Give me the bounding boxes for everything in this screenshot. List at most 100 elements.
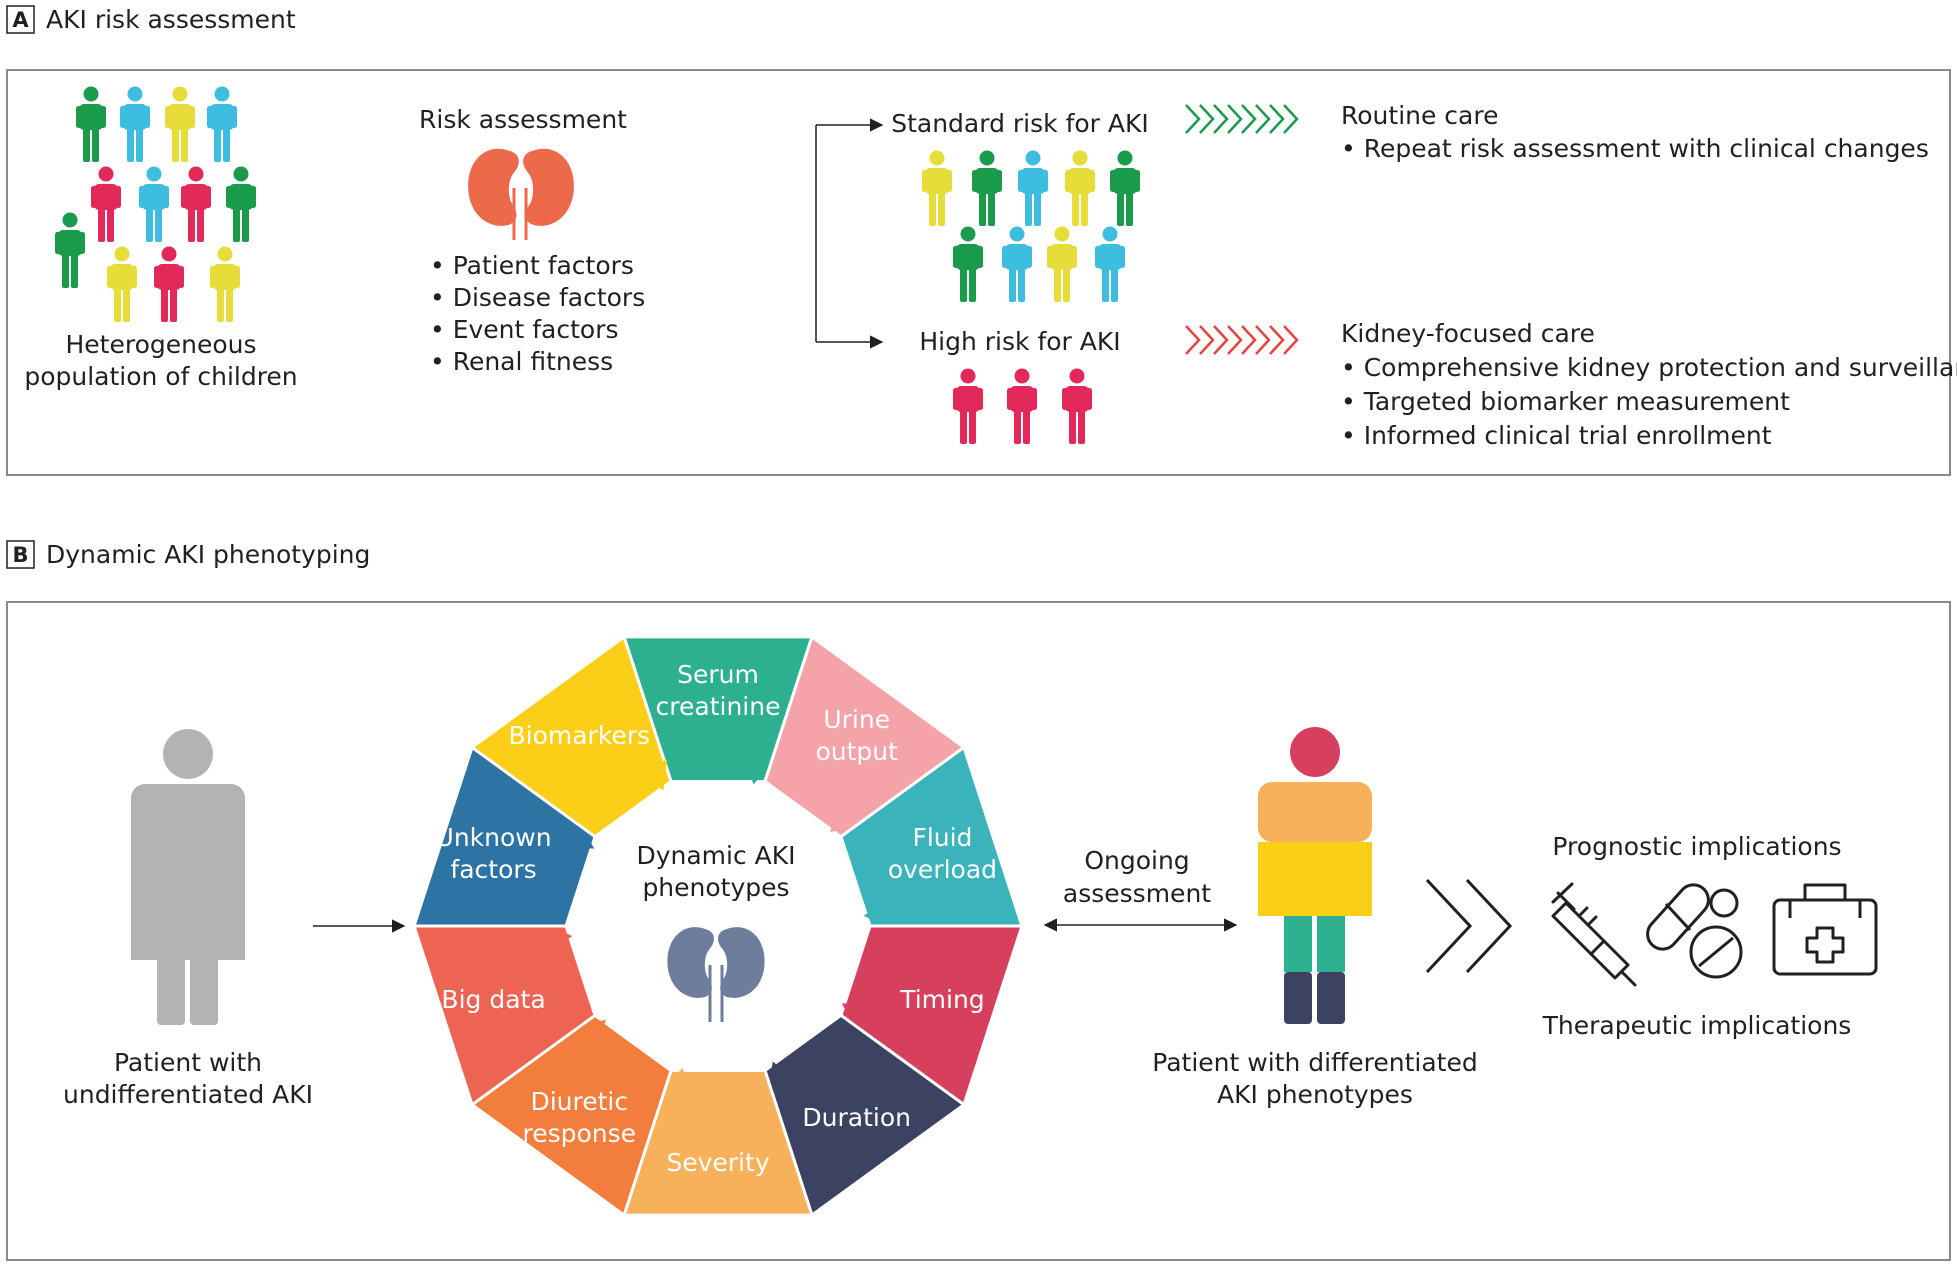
person-icon	[107, 246, 137, 322]
kidney-care-item-2: • Targeted biomarker measurement	[1341, 387, 1790, 416]
person-icon	[210, 246, 240, 322]
kidney-icon	[468, 148, 574, 240]
person-icon	[207, 86, 237, 162]
wheel-segment-label: Diuretic	[530, 1087, 628, 1116]
chevron-icon	[1227, 104, 1243, 134]
medical-kit-icon	[1772, 883, 1878, 976]
routine-care-item-1: • Repeat risk assessment with clinical c…	[1341, 134, 1929, 163]
person-icon	[1018, 150, 1048, 226]
wheel-segment-label: Fluid	[912, 823, 972, 852]
wheel-arrow	[829, 802, 861, 833]
differentiated-label-line2: AKI phenotypes	[1217, 1080, 1413, 1109]
wheel-arrow	[841, 1003, 874, 1031]
panel-b-letter-box	[6, 540, 35, 569]
person-icon	[1002, 226, 1032, 302]
wheel-segment	[469, 634, 673, 839]
differentiated-label-line1: Patient with differentiated	[1152, 1048, 1477, 1077]
kidney-care-title: Kidney-focused care	[1341, 319, 1595, 348]
wheel-center-line2: phenotypes	[642, 873, 789, 902]
standard-risk-people-group	[922, 150, 1140, 302]
undifferentiated-patient-icon	[131, 729, 245, 1025]
person-icon	[953, 226, 983, 302]
person-icon	[91, 166, 121, 242]
wheel-segment-label: Urine	[823, 705, 890, 734]
population-label-line1: Heterogeneous	[65, 330, 256, 359]
undifferentiated-label-line2: undifferentiated AKI	[63, 1080, 313, 1109]
person-icon	[1065, 150, 1095, 226]
chevron-icon	[1283, 325, 1299, 355]
undifferentiated-label-line1: Patient with	[114, 1048, 262, 1077]
differentiated-patient-icon	[1258, 727, 1372, 1024]
person-icon	[1047, 226, 1077, 302]
ongoing-label-line1: Ongoing	[1084, 846, 1189, 875]
wheel-segment-label: Duration	[802, 1103, 911, 1132]
chevron-icon	[1241, 325, 1257, 355]
person-icon	[139, 166, 169, 242]
high-risk-people-group	[953, 368, 1092, 444]
panel-b-title: Dynamic AKI phenotyping	[46, 540, 370, 569]
chevron-icon	[1185, 104, 1201, 134]
chevron-icon	[1213, 104, 1229, 134]
panel-a-frame	[6, 69, 1951, 476]
chevron-icon	[1269, 325, 1285, 355]
chevron-icon	[1255, 325, 1271, 355]
kidney-care-item-3: • Informed clinical trial enrollment	[1341, 421, 1772, 450]
syringe-icon	[1551, 882, 1637, 987]
wheel-segment-label: Big data	[441, 985, 545, 1014]
wheel-segment-label: Severity	[666, 1148, 769, 1177]
chevron-icon	[1199, 104, 1215, 134]
person-icon	[1007, 368, 1037, 444]
panel-b-frame	[6, 601, 1951, 1261]
person-icon	[154, 246, 184, 322]
chevron-icon-green	[1185, 104, 1299, 134]
person-icon	[1095, 226, 1125, 302]
wheel-segment-label: Biomarkers	[508, 721, 650, 750]
standard-risk-label: Standard risk for AKI	[891, 109, 1149, 138]
wheel-segment-label: response	[523, 1119, 637, 1148]
wheel-arrow	[562, 821, 595, 849]
panel-a-letter-box	[6, 5, 35, 34]
therapeutic-label: Therapeutic implications	[1542, 1011, 1852, 1040]
risk-factor-1: • Patient factors	[430, 251, 634, 280]
chevron-icon-red	[1185, 325, 1299, 355]
panel-b-letter: B	[12, 543, 28, 567]
wheel-segment-label: Serum	[677, 660, 759, 689]
person-icon	[226, 166, 256, 242]
wheel-arrow	[745, 754, 775, 785]
kidney-care-item-1: • Comprehensive kidney protection and su…	[1341, 353, 1957, 382]
chevron-icon	[1255, 104, 1271, 134]
chevron-icon	[1213, 325, 1229, 355]
risk-factor-2: • Disease factors	[430, 283, 645, 312]
person-icon	[181, 166, 211, 242]
high-risk-label: High risk for AKI	[919, 327, 1120, 356]
chevron-icon	[1185, 325, 1201, 355]
kidney-icon	[667, 927, 765, 1022]
person-icon	[76, 86, 106, 162]
risk-assessment-title: Risk assessment	[419, 105, 627, 134]
wheel-arrow	[768, 1061, 797, 1093]
wheel-center-line1: Dynamic AKI	[636, 841, 795, 870]
person-icon	[953, 368, 983, 444]
person-icon	[165, 86, 195, 162]
population-people-group	[55, 86, 256, 322]
wheel-segment-label: Timing	[899, 985, 984, 1014]
wheel-arrow	[863, 898, 892, 930]
double-chevron-icon	[1425, 878, 1513, 974]
person-icon	[972, 150, 1002, 226]
chevron-icon	[1227, 325, 1243, 355]
wheel-arrow	[544, 922, 573, 954]
prognostic-label: Prognostic implications	[1552, 832, 1841, 861]
risk-factor-3: • Event factors	[430, 315, 619, 344]
wheel-segment-label: creatinine	[656, 692, 781, 721]
wheel-arrow	[575, 1019, 607, 1050]
chevron-icon	[1269, 104, 1285, 134]
ongoing-label-line2: assessment	[1063, 879, 1211, 908]
person-icon	[120, 86, 150, 162]
wheel-arrow	[639, 759, 668, 791]
person-icon	[1110, 150, 1140, 226]
chevron-icon	[1283, 104, 1299, 134]
wheel-segment-label: factors	[450, 855, 536, 884]
chevron-icon	[1199, 325, 1215, 355]
wheel-segment-label: overload	[888, 855, 997, 884]
